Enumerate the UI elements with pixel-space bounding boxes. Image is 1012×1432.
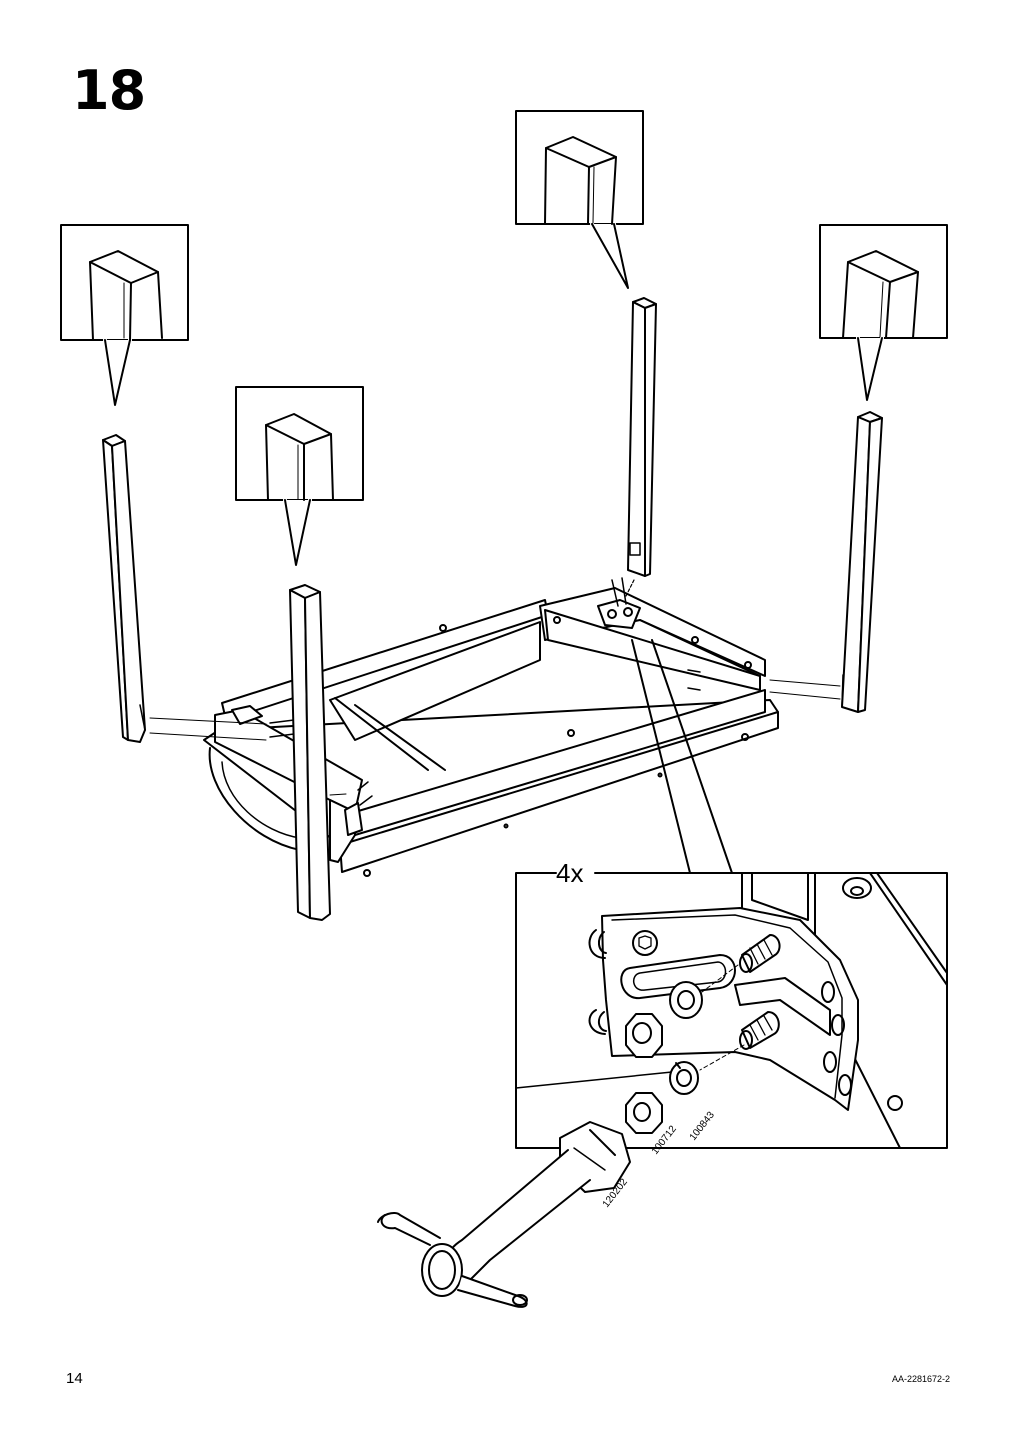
leg-back-right (841, 411, 883, 713)
document-code: AA-2281672-2 (891, 1374, 950, 1384)
nut-icon (625, 1092, 663, 1134)
bolt-lower-icon (739, 1011, 780, 1050)
leg-front-middle (289, 584, 331, 921)
callout-leg-front-left (60, 224, 189, 407)
leg-front-left (102, 434, 146, 743)
wrench-tool-icon (377, 1121, 631, 1308)
leg-back-middle (625, 297, 657, 597)
page-number: 14 (66, 1370, 83, 1387)
bolt-upper-icon (739, 934, 781, 973)
callout-leg-back-right (819, 224, 948, 402)
washer-part-number: 100843 (688, 1109, 717, 1142)
step-number: 18 (72, 59, 146, 122)
alignment-lines (149, 679, 841, 796)
callout-leg-back-middle (515, 110, 644, 290)
detail-leader (631, 639, 733, 874)
detail-box: 4x (515, 858, 948, 1149)
callout-leg-front-middle (235, 386, 364, 567)
detail-quantity: 4x (556, 858, 583, 888)
